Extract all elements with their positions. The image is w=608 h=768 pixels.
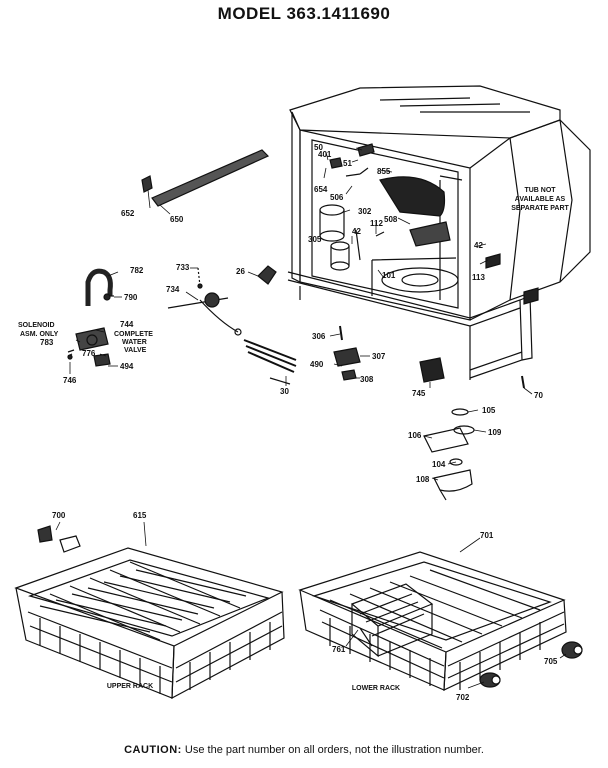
part-label: 401: [318, 150, 332, 159]
part-label: 654: [314, 185, 328, 194]
part-label: 745: [412, 389, 426, 398]
part-label: 308: [360, 375, 374, 384]
part-label: 105: [482, 406, 496, 415]
part-label: 615: [133, 511, 147, 520]
leader-lines: [55, 147, 567, 689]
upper-rack-label: UPPER RACK: [107, 683, 153, 690]
lower-rack-drawing: [298, 551, 583, 691]
part-label: 508: [384, 215, 398, 224]
part-label: 700: [52, 511, 66, 520]
water-valve-drawing: [67, 265, 277, 367]
part-label: 26: [236, 267, 245, 276]
part-label: 112: [370, 219, 383, 228]
part-label: 705: [544, 657, 558, 666]
part-label: 42: [474, 241, 483, 250]
part-label: 650: [170, 215, 184, 224]
part-label: 51: [343, 159, 352, 168]
lower-rack-label: LOWER RACK: [352, 685, 400, 692]
part-label: 101: [382, 271, 396, 280]
part-label: 104: [432, 460, 446, 469]
part-label: 70: [534, 391, 543, 400]
part-label: 782: [130, 266, 144, 275]
part-label: 701: [480, 531, 494, 540]
part-label: 494: [120, 362, 134, 371]
part-label: 490: [310, 360, 324, 369]
part-label: 506: [330, 193, 344, 202]
tub-note: SEPARATE PART: [511, 205, 569, 212]
part-label: 109: [488, 428, 502, 437]
part-label: 306: [312, 332, 326, 341]
part-label: 734: [166, 285, 180, 294]
part-label: 744: [120, 320, 134, 329]
valve-note: WATER: [122, 339, 147, 346]
part-label: 106: [408, 431, 422, 440]
upper-rack-drawing: [14, 525, 285, 700]
solenoid-note: ASM. ONLY: [20, 331, 59, 338]
springs-drawing: [243, 339, 297, 385]
valve-note: COMPLETE: [114, 331, 153, 338]
part-label: 855: [377, 167, 391, 176]
part-label: 307: [372, 352, 386, 361]
caution-prefix: CAUTION:: [124, 744, 182, 756]
gasket-drawing: [141, 149, 270, 207]
caution-text: Use the part number on all orders, not t…: [184, 744, 484, 756]
diagram-title: MODEL 363.1411690: [217, 4, 391, 23]
part-label: 790: [124, 293, 138, 302]
part-label: 305: [308, 235, 322, 244]
tub-note: TUB NOT: [524, 187, 556, 194]
part-label: 42: [352, 227, 361, 236]
part-label: 746: [63, 376, 77, 385]
tub-note: AVAILABLE AS: [515, 196, 566, 203]
part-label: 652: [121, 209, 135, 218]
part-label: 761: [332, 645, 346, 654]
valve-note: VALVE: [124, 347, 147, 354]
solenoid-note: SOLENOID: [18, 322, 55, 329]
part-label: 302: [358, 207, 372, 216]
part-label: 50: [314, 143, 323, 152]
tub-drawing: [287, 85, 591, 380]
caution-caption: CAUTION: Use the part number on all orde…: [0, 744, 608, 756]
part-label: 113: [472, 273, 485, 282]
part-label: 733: [176, 263, 190, 272]
hardware-drawing: [333, 325, 525, 501]
part-label: 30: [280, 387, 289, 396]
part-label: 783: [40, 338, 54, 347]
part-label: 776: [82, 349, 96, 358]
part-label: 108: [416, 475, 430, 484]
part-label: 702: [456, 693, 470, 702]
